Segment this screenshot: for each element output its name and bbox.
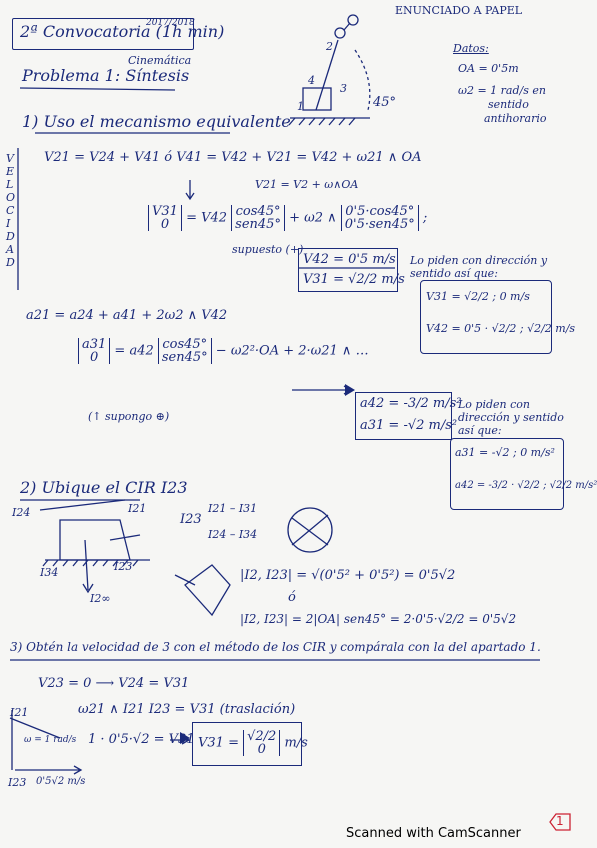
datos-w2-note-2: antihorario (484, 112, 547, 125)
cir-eq-3: 1 · 0'5·√2 = V31 (88, 732, 195, 747)
datos-w2-note-1: sentido (488, 98, 529, 111)
note-velocity: Lo piden con dirección y sentido así que… (410, 254, 548, 280)
node-label-3: 3 (340, 82, 347, 95)
velocity-final-1: V31 = √2/2 ; 0 m/s (426, 290, 530, 303)
velocity-result-2: V31 = √2/2 m/s (303, 272, 405, 287)
velocity-final-2: V42 = 0'5 · √2/2 ; √2/2 m/s (426, 322, 576, 335)
cir-eq-2: ω21 ∧ I21 I23 = V31 (traslación) (78, 702, 296, 717)
distance-or: ó (288, 590, 296, 605)
velocity-result-box (298, 248, 398, 292)
sketch-layer (9, 14, 540, 775)
section3-heading: 3) Obtén la velocidad de 3 con el método… (10, 640, 541, 654)
label-i34: I34 (40, 566, 59, 579)
accel-final-1: a31 = -√2 ; 0 m/s² (455, 446, 555, 459)
velocity-final-box (420, 280, 552, 354)
accel-final-box (450, 438, 564, 510)
label-i21: I21 (128, 502, 147, 515)
vec-oa: 0'5·cos45°0'5·sen45° (340, 205, 419, 231)
i23-label: I23 (180, 512, 202, 527)
label-i2inf: I2∞ (90, 592, 111, 605)
cir-result-box (192, 722, 302, 766)
scanner-watermark: Scanned with CamScanner (346, 826, 521, 841)
node-label-4: 4 (308, 74, 315, 87)
label-i24: I24 (12, 506, 31, 519)
accel-final-2: a42 = -3/2 · √2/2 ; √2/2 m/s² (455, 480, 597, 491)
accel-eq: a21 = a24 + a41 + 2ω2 ∧ V42 (26, 308, 228, 323)
supongo-note: (↑ supongo ⊕) (88, 410, 170, 423)
datos-oa: OA = 0'5m (458, 62, 519, 75)
node-label-1: 1 (297, 100, 304, 113)
side-label-v: 0'5√2 m/s (36, 776, 86, 787)
section1-heading: 1) Uso el mecanismo equivalente (22, 112, 291, 131)
section2-heading: 2) Ubique el CIR I23 (20, 478, 188, 497)
velocity-eq1: V21 = V24 + V41 ó V41 = V42 + V21 = V42 … (44, 150, 422, 165)
page-number: 1 (556, 814, 564, 828)
velocity-eq1b: V21 = V2 + ω∧OA (255, 178, 359, 191)
angle-label: 45° (373, 95, 397, 110)
datos-title: Datos: (453, 42, 489, 55)
page-badge-icon (549, 813, 571, 831)
side-label-i21: I21 (10, 706, 29, 719)
side-label-i23: I23 (8, 776, 27, 789)
course-code: 2017/2018 (146, 18, 195, 28)
cir-eq-1: V23 = 0 ⟶ V24 = V31 (38, 676, 190, 691)
velocity-result-1: V42 = 0'5 m/s (303, 252, 396, 267)
subtitle-note: Cinemática (128, 54, 192, 67)
accel-result-box (355, 392, 452, 440)
datos-w2: ω2 = 1 rad/s en (458, 84, 546, 97)
cir-list-2: I24 – I34 (208, 528, 258, 541)
title-box (12, 18, 194, 50)
top-right-note: ENUNCIADO A PAPEL (395, 4, 523, 17)
node-label-2: 2 (326, 40, 333, 53)
note-accel: Lo piden con dirección y sentido así que… (458, 398, 564, 437)
distance-eq-1: |I2, I23| = √(0'5² + 0'5²) = 0'5√2 (240, 568, 456, 583)
vec-cos: cos45°sen45° (231, 205, 285, 231)
label-i23-sketch: I23 (114, 560, 133, 573)
exam-title: 2ª Convocatoria (1h min) (20, 22, 225, 41)
accel-result-1: a42 = -3/2 m/s² (360, 396, 462, 411)
cir-list-1: I21 – I31 (208, 502, 258, 515)
supuesto-note: supuesto (+) (232, 243, 304, 256)
accel-result-2: a31 = -√2 m/s² (360, 418, 458, 433)
problem-title: Problema 1: Síntesis (22, 66, 190, 85)
distance-eq-2: |I2, I23| = 2|OA| sen45° = 2·0'5·√2/2 = … (240, 612, 517, 626)
side-label-w: ω = 1 rad/s (24, 735, 77, 745)
